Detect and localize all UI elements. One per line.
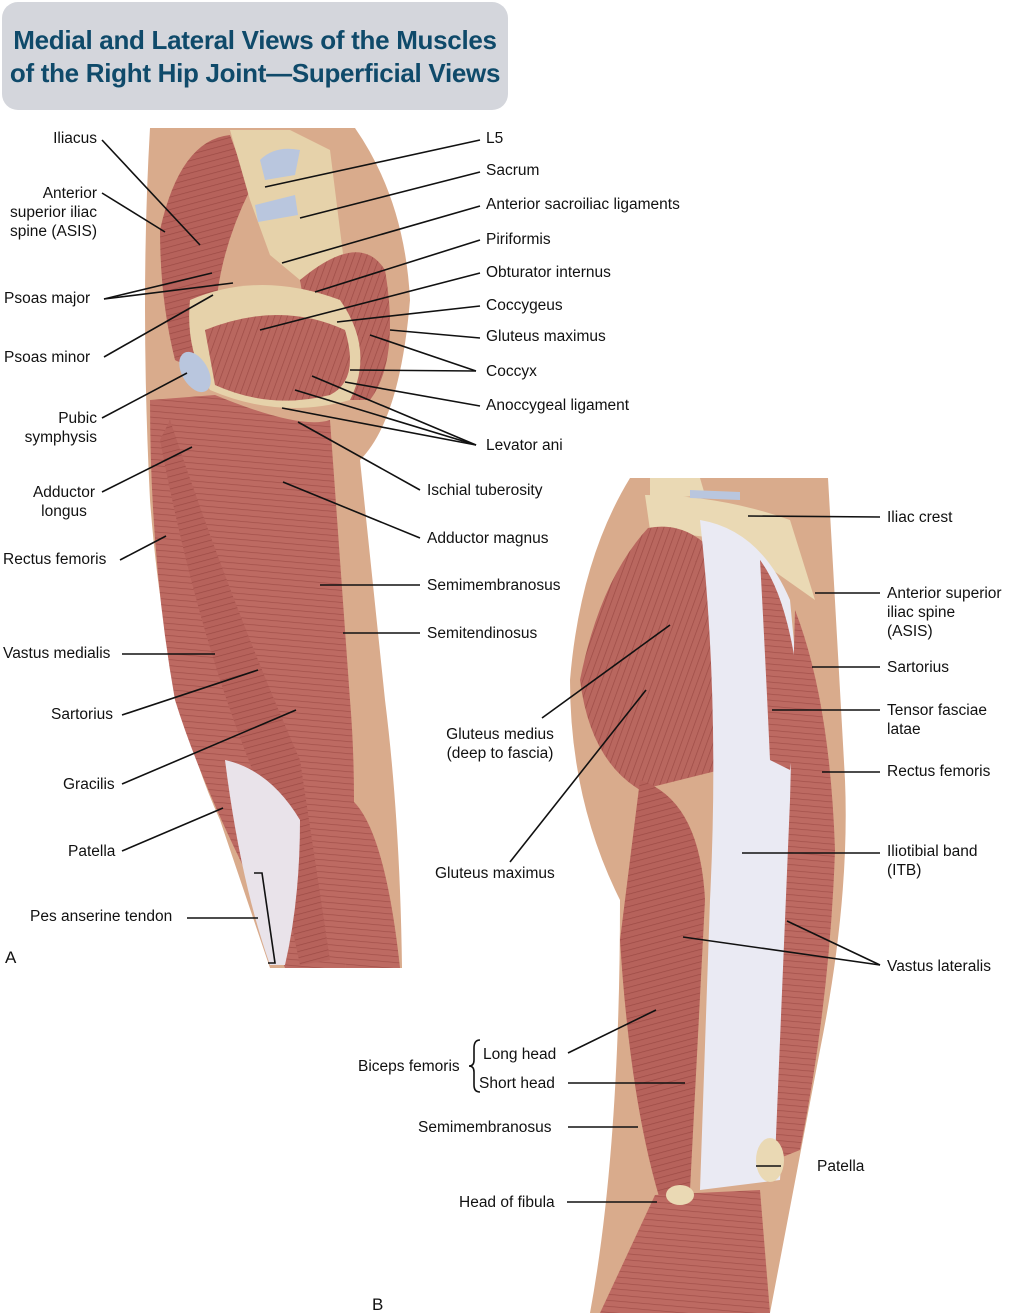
label-sacrum: Sacrum <box>486 162 540 179</box>
label-line: latae <box>887 721 921 738</box>
label-line: (ITB) <box>887 862 922 879</box>
label-gluteus-maximus-medial: Gluteus maximus <box>486 328 606 345</box>
label-gluteus-medius: Gluteus medius (deep to fascia) <box>430 725 570 763</box>
label-line: Gluteus medius <box>446 726 554 743</box>
label-line: Iliotibial band <box>887 843 978 860</box>
label-ischial-tuberosity: Ischial tuberosity <box>427 482 543 499</box>
label-adductor-magnus: Adductor magnus <box>427 530 549 547</box>
label-line: (deep to fascia) <box>446 745 554 762</box>
label-line: longus <box>41 503 87 520</box>
label-piriformis: Piriformis <box>486 231 551 248</box>
label-short-head: Short head <box>479 1075 555 1092</box>
label-l5: L5 <box>486 130 504 147</box>
label-rectus-femoris-lateral: Rectus femoris <box>887 763 991 780</box>
label-psoas-major: Psoas major <box>4 290 91 307</box>
title-line-1: Medial and Lateral Views of the Muscles <box>13 25 497 55</box>
label-semimembranosus-medial: Semimembranosus <box>427 577 561 594</box>
panel-letter-b: B <box>372 1295 384 1313</box>
label-biceps-femoris: Biceps femoris <box>358 1058 460 1075</box>
label-coccygeus: Coccygeus <box>486 297 563 314</box>
label-gluteus-maximus-lateral: Gluteus maximus <box>435 865 555 882</box>
label-iliacus: Iliacus <box>53 130 97 147</box>
label-line: Anterior superior <box>887 585 1002 602</box>
label-iliotibial-band: Iliotibial band (ITB) <box>887 842 977 880</box>
label-asis-lateral: Anterior superior iliac spine (ASIS) <box>887 584 1002 641</box>
label-gracilis: Gracilis <box>63 776 115 793</box>
label-coccyx: Coccyx <box>486 363 537 380</box>
label-vastus-lateralis: Vastus lateralis <box>887 958 991 975</box>
label-pes-anserine: Pes anserine tendon <box>30 908 173 925</box>
label-line: (ASIS) <box>887 623 933 640</box>
label-line: Tensor fasciae <box>887 702 987 719</box>
lateral-view-illustration <box>570 478 846 1313</box>
label-obturator-internus: Obturator internus <box>486 264 611 281</box>
label-sartorius-medial: Sartorius <box>51 706 114 723</box>
label-vastus-medialis: Vastus medialis <box>3 645 111 662</box>
label-semitendinosus: Semitendinosus <box>427 625 538 642</box>
label-patella-medial: Patella <box>68 843 116 860</box>
label-semimembranosus-lateral: Semimembranosus <box>418 1119 552 1136</box>
title-line-2: of the Right Hip Joint—Superficial Views <box>9 58 501 88</box>
label-rectus-femoris-medial: Rectus femoris <box>3 551 107 568</box>
label-line: symphysis <box>24 429 97 446</box>
label-line: superior iliac <box>9 204 97 221</box>
label-long-head: Long head <box>483 1046 557 1063</box>
label-line: Adductor <box>32 484 96 501</box>
label-adductor-longus: Adductor longus <box>28 483 100 521</box>
label-levator-ani: Levator ani <box>486 437 563 454</box>
label-sartorius-lateral: Sartorius <box>887 659 950 676</box>
panel-letter-a: A <box>5 948 17 967</box>
label-anococcygeal-ligament: Anoccygeal ligament <box>486 397 630 414</box>
figure-title: Medial and Lateral Views of the Muscles … <box>2 24 508 90</box>
label-line: Anterior <box>42 185 97 202</box>
label-tensor-fasciae-latae: Tensor fasciae latae <box>887 701 987 739</box>
label-pubic-symphysis: Pubic symphysis <box>25 409 97 447</box>
label-line: Pubic <box>58 410 97 427</box>
label-head-of-fibula: Head of fibula <box>459 1194 555 1211</box>
label-anterior-sacroiliac-ligaments: Anterior sacroiliac ligaments <box>486 196 680 213</box>
title-box: Medial and Lateral Views of the Muscles … <box>2 2 508 110</box>
label-patella-lateral: Patella <box>817 1158 865 1175</box>
label-line: iliac spine <box>887 604 956 621</box>
label-line: spine (ASIS) <box>9 223 97 240</box>
label-iliac-crest: Iliac crest <box>887 509 953 526</box>
label-asis-medial: Anterior superior iliac spine (ASIS) <box>10 184 97 241</box>
label-psoas-minor: Psoas minor <box>4 349 91 366</box>
